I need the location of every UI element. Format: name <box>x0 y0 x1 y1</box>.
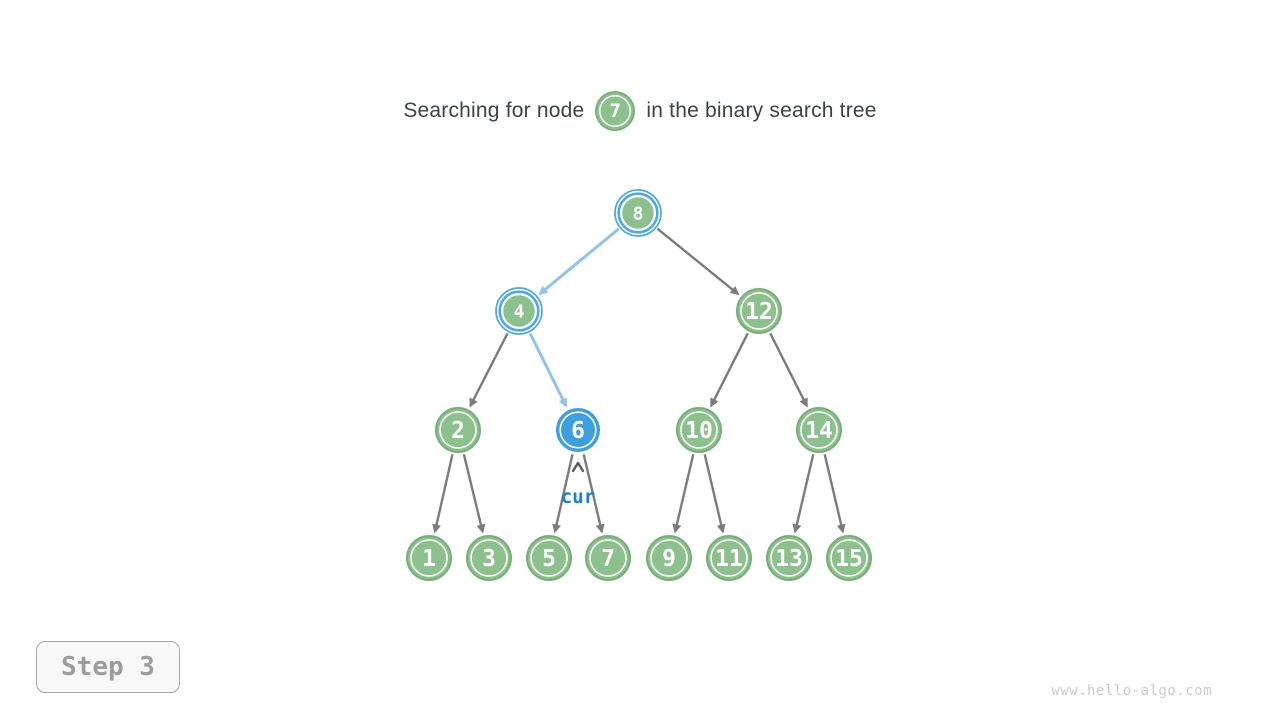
tree-node-label-11: 11 <box>715 546 743 572</box>
tree-node-7: 7 <box>585 535 631 581</box>
tree-node-12: 12 <box>736 288 782 334</box>
tree-node-label-2: 2 <box>451 418 465 444</box>
title-prefix: Searching for node <box>403 99 585 122</box>
tree-edge-8-12 <box>656 227 740 296</box>
tree-node-3: 3 <box>466 535 512 581</box>
tree-node-label-15: 15 <box>835 546 863 572</box>
tree-node-14: 14 <box>796 407 842 453</box>
tree-node-label-14: 14 <box>805 418 833 444</box>
tree-node-8: 8 <box>614 189 662 237</box>
tree-node-label-9: 9 <box>662 546 676 572</box>
tree-node-label-4: 4 <box>514 302 525 323</box>
tree-edge-10-9 <box>672 454 695 534</box>
title-node-badge: 7 <box>595 91 636 131</box>
tree-node-label-7: 7 <box>601 546 615 572</box>
tree-node-11: 11 <box>706 535 752 581</box>
tree-node-label-8: 8 <box>633 204 644 225</box>
tree-node-4: 4 <box>495 287 543 335</box>
tree-node-label-13: 13 <box>775 546 803 572</box>
tree-node-15: 15 <box>826 535 872 581</box>
tree-edge-6-5 <box>552 454 574 534</box>
tree-node-label-5: 5 <box>542 546 556 572</box>
tree-node-label-10: 10 <box>685 418 713 444</box>
step-indicator: Step 3 <box>36 641 180 693</box>
tree-node-5: 5 <box>526 535 572 581</box>
title-suffix: in the binary search tree <box>646 99 877 122</box>
tree-edge-14-15 <box>823 454 846 534</box>
cur-pointer-caret-icon <box>571 461 585 473</box>
tree-edge-14-13 <box>792 454 815 534</box>
tree-node-9: 9 <box>646 535 692 581</box>
tree-node-label-6: 6 <box>571 418 585 444</box>
cur-pointer-label: cur <box>561 486 595 508</box>
tree-edge-8-4 <box>538 227 620 295</box>
tree-edge-12-14 <box>769 332 808 408</box>
tree-node-1: 1 <box>406 535 452 581</box>
tree-edge-10-11 <box>703 454 726 534</box>
tree-edge-12-10 <box>710 332 749 408</box>
diagram-title: Searching for node 7 in the binary searc… <box>0 89 1280 133</box>
tree-edge-6-7 <box>582 454 605 534</box>
tree-node-2: 2 <box>435 407 481 453</box>
tree-node-6: 6 <box>556 408 600 452</box>
watermark: www.hello-algo.com <box>1051 683 1212 699</box>
tree-node-13: 13 <box>766 535 812 581</box>
tree-node-label-12: 12 <box>745 299 773 325</box>
tree-edge-4-2 <box>469 332 509 408</box>
tree-node-label-1: 1 <box>422 546 436 572</box>
tree-edge-2-3 <box>462 454 486 534</box>
tree-edge-4-6 <box>528 332 568 408</box>
tree-node-10: 10 <box>676 407 722 453</box>
step-indicator-label: Step 3 <box>61 652 155 682</box>
tree-edge-2-1 <box>432 454 454 534</box>
tree-node-label-3: 3 <box>482 546 496 572</box>
